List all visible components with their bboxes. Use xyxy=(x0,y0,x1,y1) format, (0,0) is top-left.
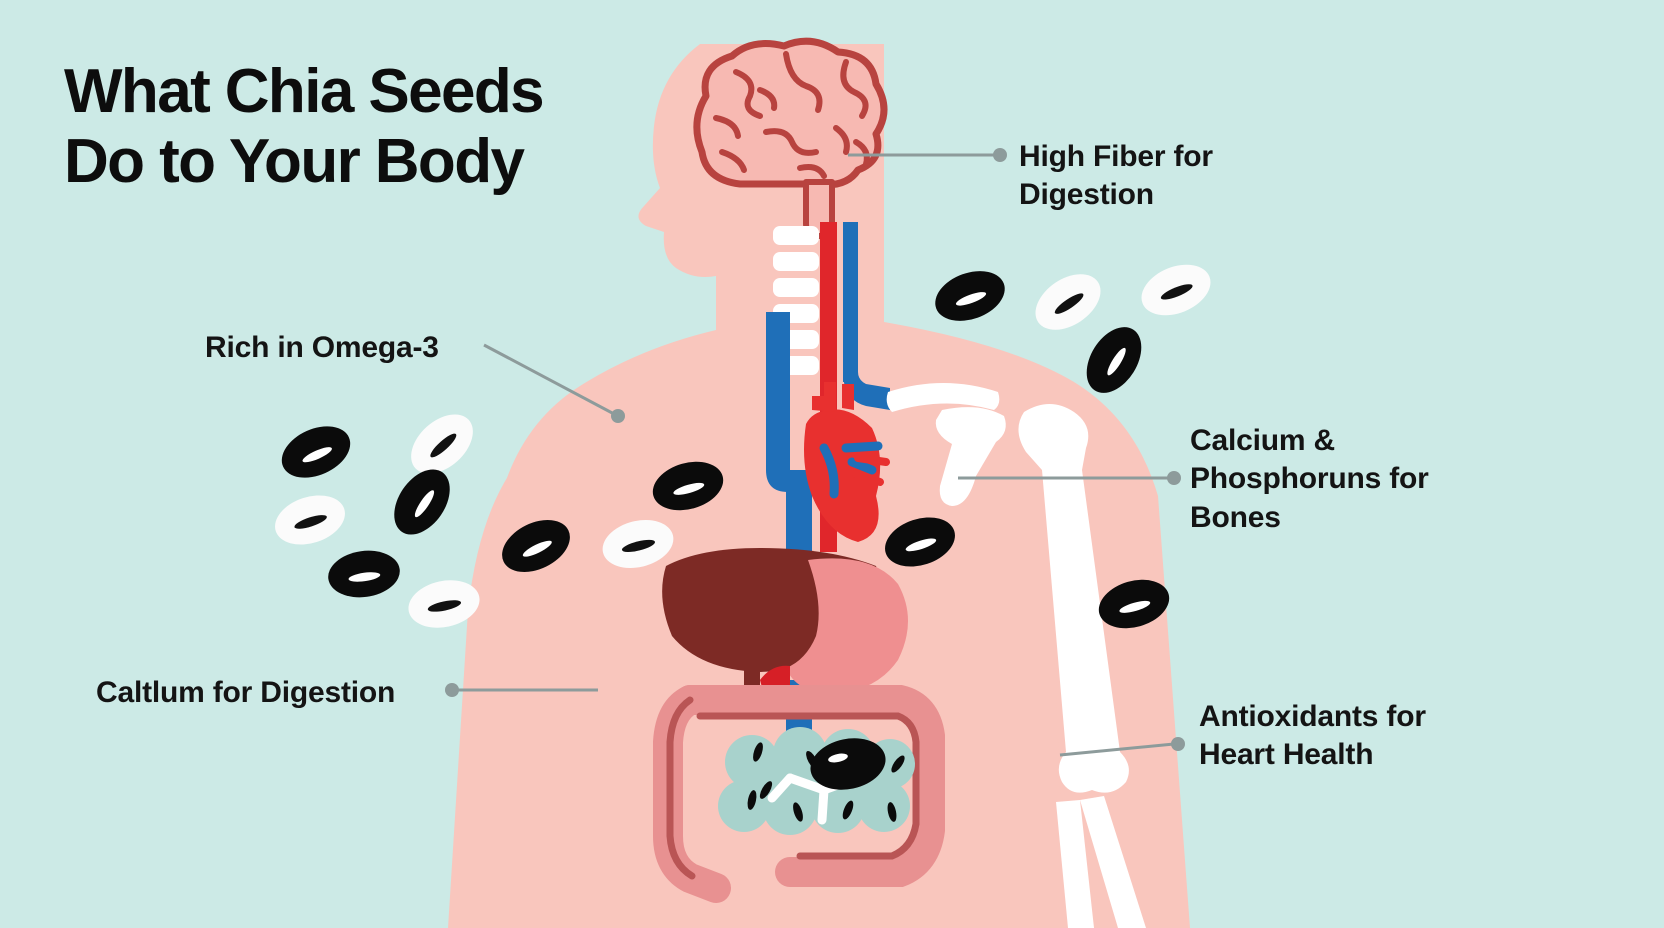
label-omega-3: Rich in Omega-3 xyxy=(205,331,439,364)
label-antioxidants: Antioxidants for Heart Health xyxy=(1199,700,1426,772)
connector-antioxidants xyxy=(1059,742,1175,757)
heart xyxy=(804,382,890,542)
label-caltlum-digestion: Caltlum for Digestion xyxy=(96,676,396,709)
connector-lines xyxy=(445,148,1185,757)
label-calcium-phosphorus: Calcium & Phosphoruns for Bones xyxy=(1190,424,1429,534)
connector-omega-3 xyxy=(483,343,617,417)
label-high-fiber: High Fiber for Digestion xyxy=(1019,140,1213,212)
intestines xyxy=(653,685,945,903)
page-title: What Chia Seeds Do to Your Body xyxy=(64,57,545,197)
skeleton-bones xyxy=(886,383,1146,928)
brain xyxy=(693,37,888,239)
